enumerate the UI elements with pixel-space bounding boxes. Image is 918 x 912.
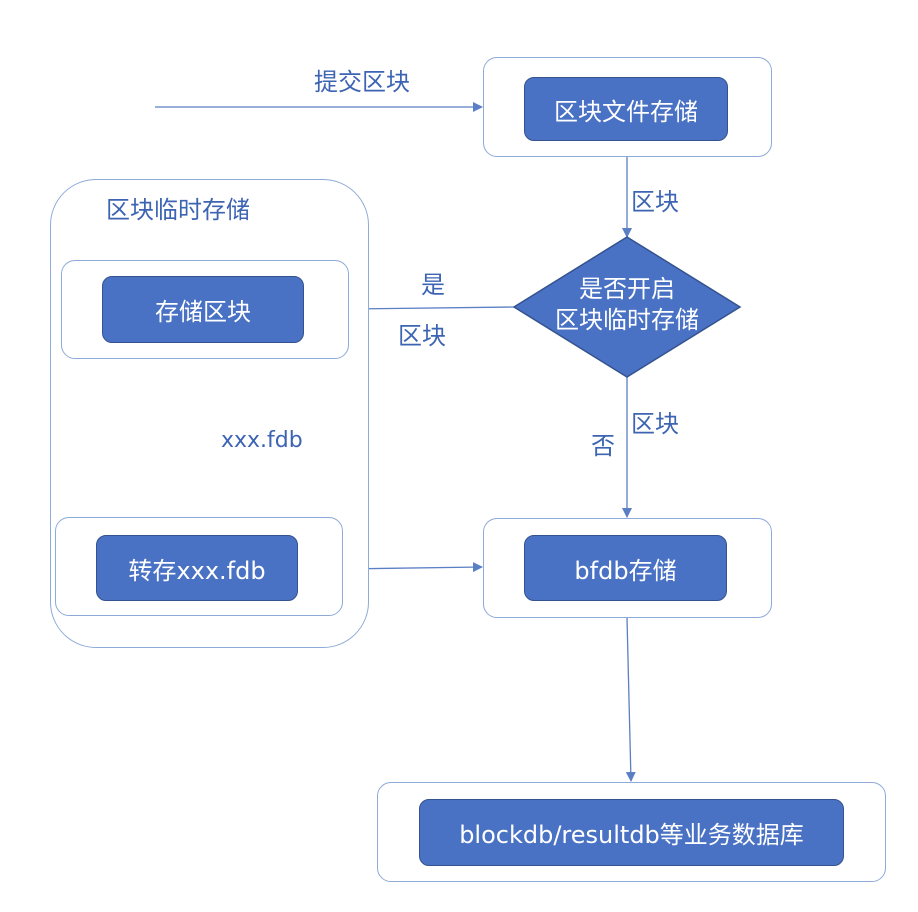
fdb-file-label: xxx.fdb — [221, 428, 303, 453]
business-db-node: blockdb/resultdb等业务数据库 — [419, 799, 844, 866]
block-label-top: 区块 — [631, 188, 679, 216]
block-label-no: 区块 — [631, 410, 679, 438]
yes-arrow — [348, 303, 516, 314]
block-file-storage-node: 区块文件存储 — [524, 77, 728, 141]
temp-storage-group-title: 区块临时存储 — [106, 196, 250, 224]
decision-line-2: 区块临时存储 — [555, 306, 699, 334]
block-label-yes: 区块 — [398, 322, 446, 350]
transfer-fdb-node: 转存xxx.fdb — [96, 535, 298, 601]
yes-label: 是 — [421, 271, 445, 299]
bfdb-storage-node: bfdb存储 — [524, 535, 727, 601]
store-block-node: 存储区块 — [102, 276, 304, 343]
decision-line-1: 是否开启 — [579, 275, 675, 303]
decision-text: 是否开启 区块临时存储 — [547, 274, 707, 336]
submit-block-label: 提交区块 — [314, 68, 410, 96]
to-business-db-arrow — [625, 617, 636, 782]
no-label: 否 — [591, 432, 615, 460]
decision-diamond — [512, 236, 742, 378]
